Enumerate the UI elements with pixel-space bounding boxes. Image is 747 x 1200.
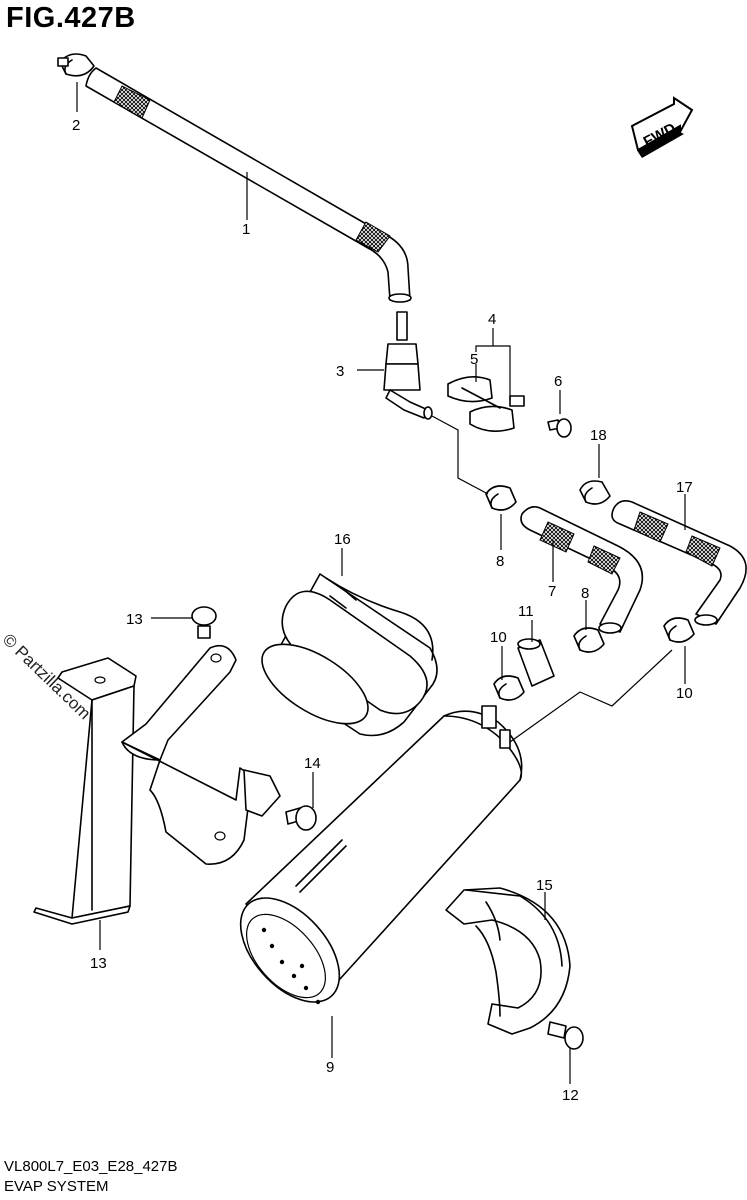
- callout-8-lower: 8: [581, 585, 589, 602]
- callout-15: 12: [562, 1087, 579, 1104]
- hose-part-1: [85, 67, 412, 303]
- screw-part-13-middle: [285, 805, 317, 831]
- callout-9: 9: [326, 1059, 334, 1076]
- screw-part-15: [547, 1021, 584, 1050]
- callout-18: 18: [590, 427, 607, 444]
- callout-3: 3: [336, 363, 344, 380]
- callout-14: 15: [536, 877, 553, 894]
- clamp-part-10-right: [663, 617, 695, 643]
- clamp-part-18: [579, 480, 611, 505]
- callout-labels: 2 1 3 4 5 6 18 17 8 7 8 16 11 10 10 13 1…: [72, 117, 693, 1104]
- callout-11: 11: [518, 603, 534, 620]
- callout-2: 2: [72, 117, 80, 134]
- clamp-part-8-lower: [573, 627, 605, 653]
- callout-7: 7: [548, 583, 556, 600]
- callout-13-top: 13: [126, 611, 143, 628]
- footer-caption: EVAP SYSTEM: [4, 1178, 109, 1195]
- callout-4: 4: [488, 311, 496, 328]
- callout-16: 16: [334, 531, 351, 548]
- hose-part-11: [517, 638, 555, 687]
- clamp-part-2: [57, 53, 95, 77]
- canister-part-9: [239, 705, 523, 1005]
- cover-part-16: [261, 573, 438, 737]
- clamp-part-8-upper: [485, 485, 517, 511]
- figure-title: FIG.427B: [6, 2, 136, 34]
- clamp-part-10-left: [493, 675, 525, 701]
- hose-part-7: [520, 506, 644, 634]
- bracket-part-12: [33, 644, 281, 925]
- callout-10-left: 10: [490, 629, 507, 646]
- callout-1: 1: [242, 221, 250, 238]
- valve-part-3: [383, 311, 433, 420]
- callout-13-middle: 14: [304, 755, 321, 772]
- footer-code: VL800L7_E03_E28_427B: [4, 1158, 178, 1175]
- leader-lines: [76, 82, 686, 1084]
- callout-8-upper: 8: [496, 553, 504, 570]
- strap-part-14: [445, 887, 571, 1035]
- callout-10-right: 10: [676, 685, 693, 702]
- callout-12: 13: [90, 955, 107, 972]
- callout-6: 6: [554, 373, 562, 390]
- screw-part-13-top: [191, 606, 217, 639]
- hose-part-17: [611, 500, 747, 626]
- bracket-part-4: [447, 376, 525, 432]
- callout-17: 17: [676, 479, 693, 496]
- forward-arrow-icon: FWD: [630, 96, 694, 158]
- callout-5: 5: [470, 351, 478, 368]
- screw-part-6: [547, 418, 572, 438]
